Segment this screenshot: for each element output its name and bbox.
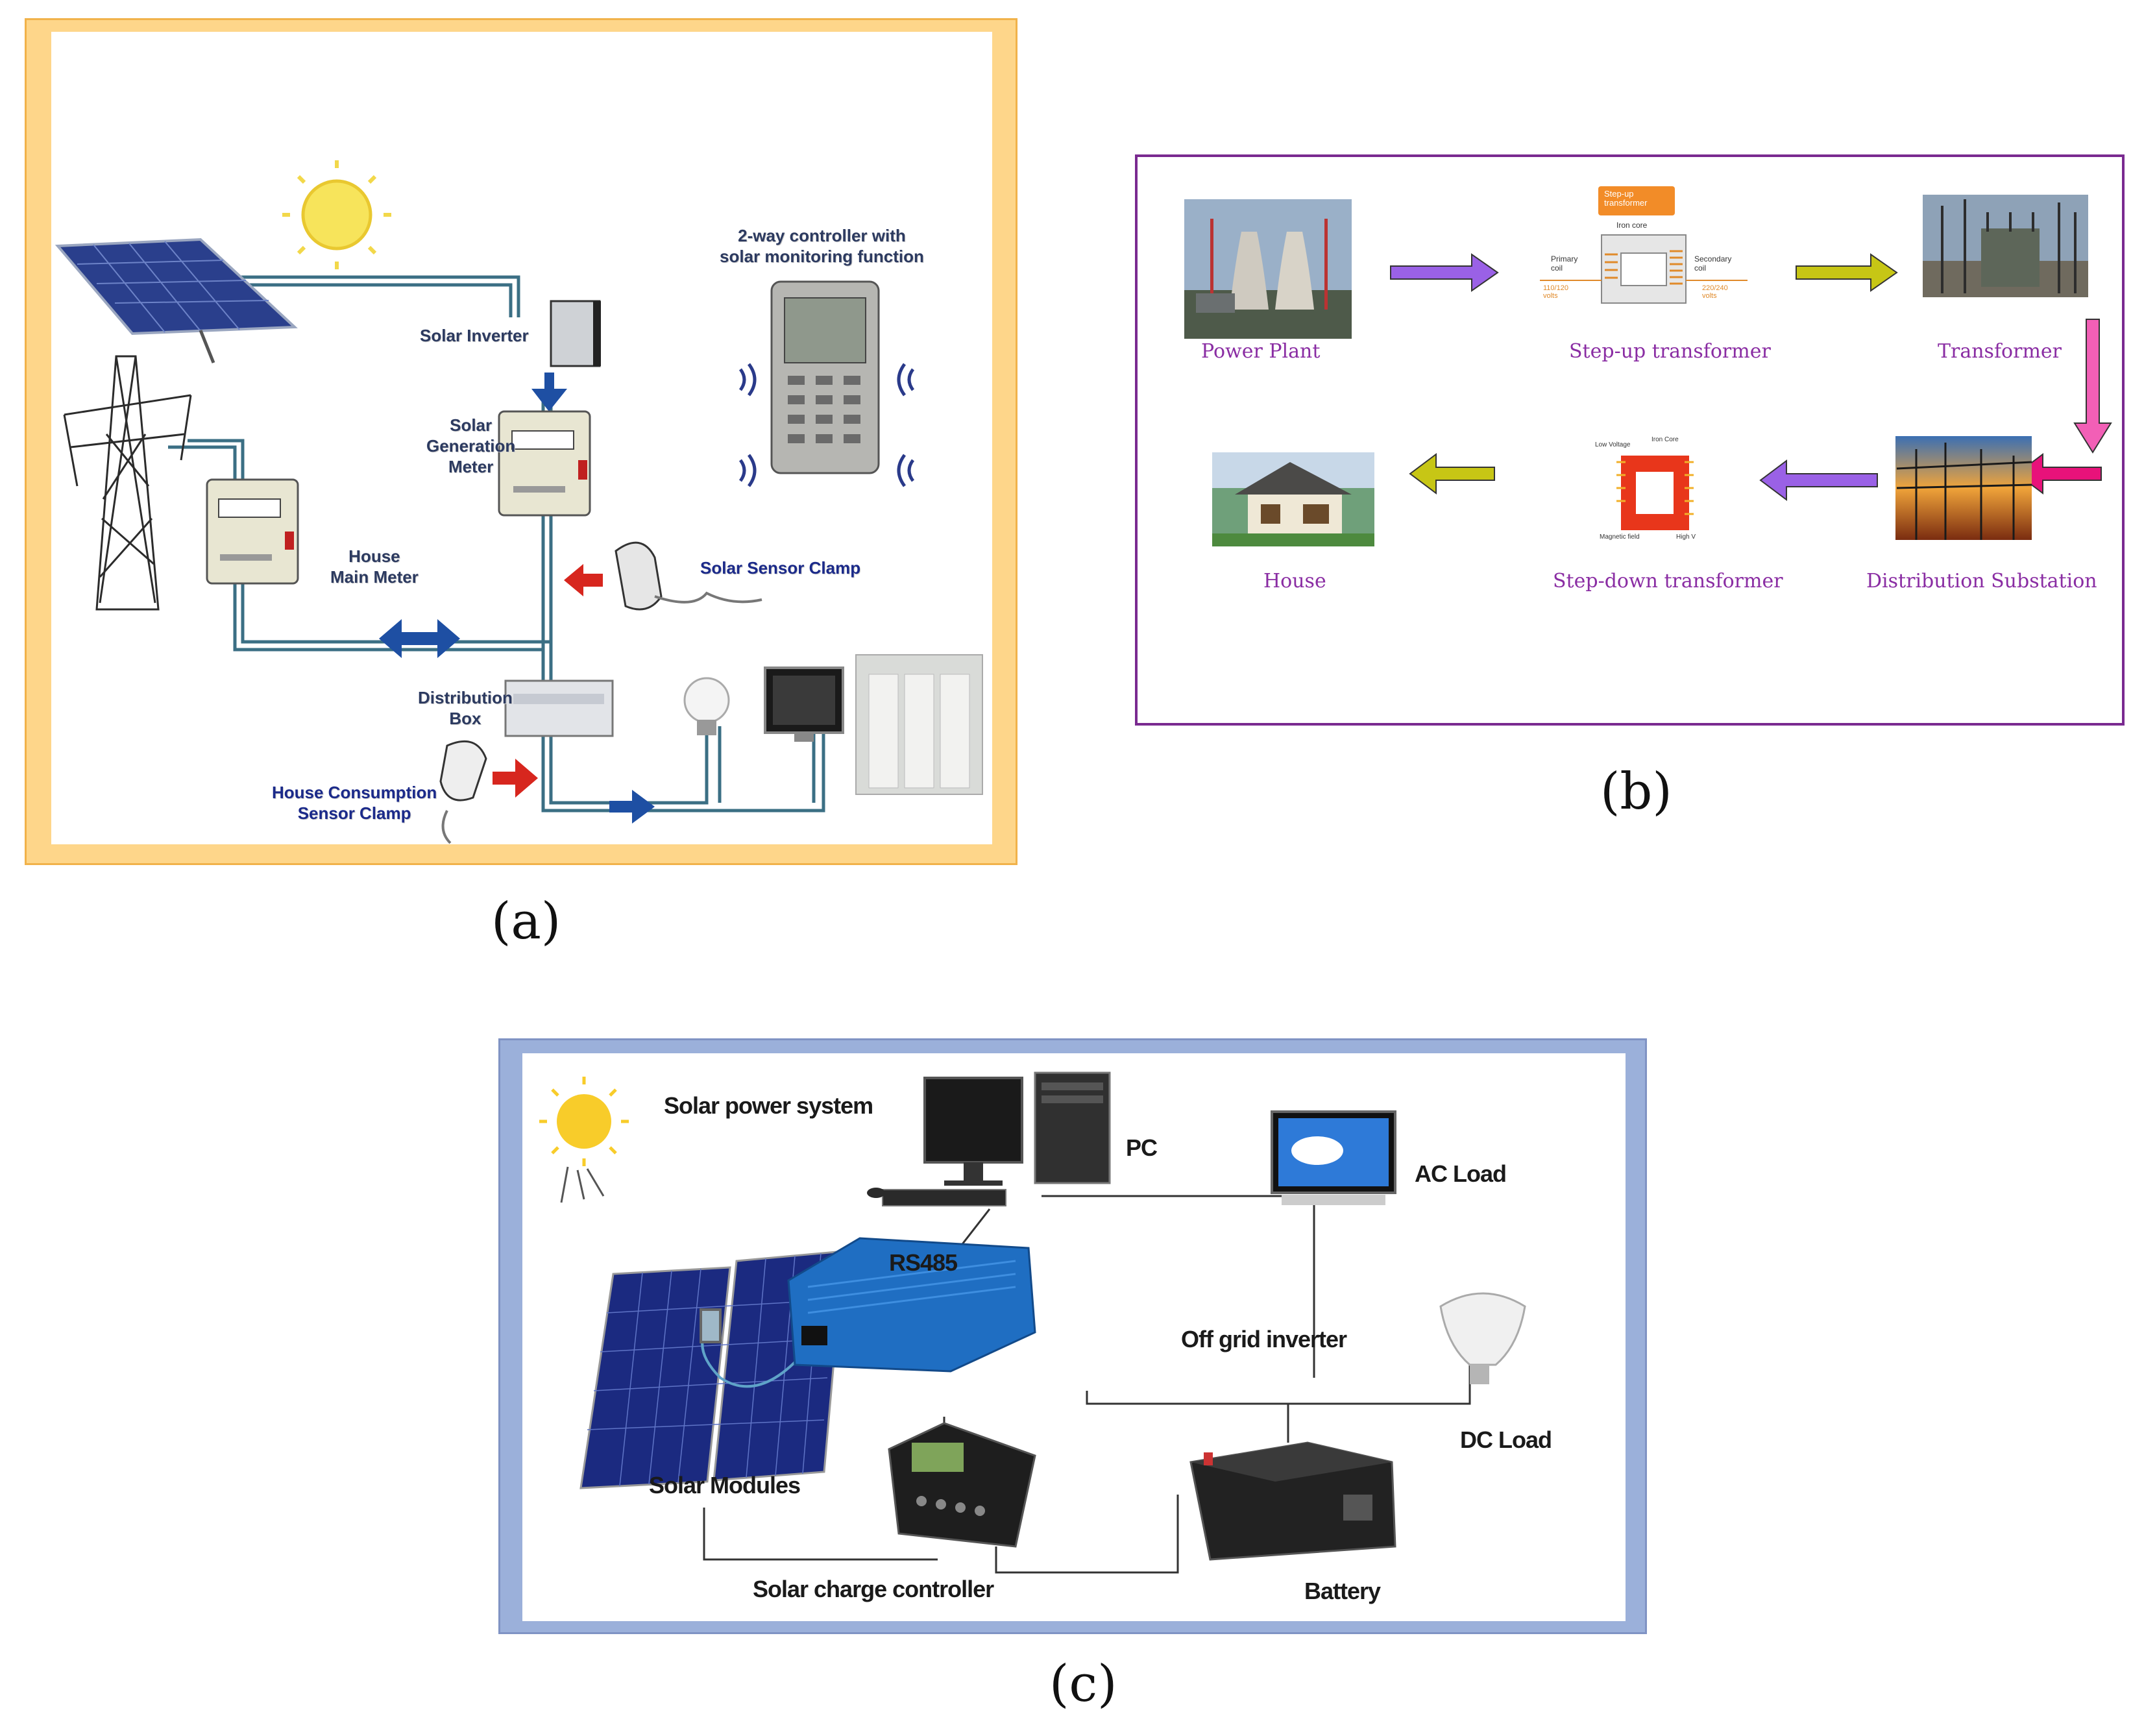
arrow-right-1 <box>1390 253 1499 292</box>
stepup-vin-label: 110/120 volts <box>1543 284 1568 300</box>
label-step-up-transformer: Step-up transformer <box>1569 340 1771 363</box>
arrow-right-2 <box>1796 253 1898 292</box>
monitor-icon <box>764 666 844 742</box>
label-rs485: RS485 <box>889 1249 958 1276</box>
solar-sensor-clamp-icon <box>564 541 762 611</box>
panel-b-tag: (b) <box>1600 763 1672 821</box>
panel-c-canvas: Solar power system PC AC Load RS485 Off … <box>522 1053 1626 1621</box>
stepup-vout-label: 220/240 volts <box>1702 284 1728 300</box>
house-image <box>1212 452 1374 546</box>
label-solar-charge-controller: Solar charge controller <box>753 1576 994 1602</box>
battery-icon <box>1189 1441 1396 1561</box>
off-grid-inverter-icon <box>787 1237 1036 1373</box>
label-house: House <box>1263 570 1326 593</box>
panel-a-diagram <box>55 160 983 844</box>
distribution-substation-image <box>1895 436 2032 540</box>
panel-a-frame: 2-way controller with solar monitoring f… <box>25 18 1017 865</box>
panel-a-tag: (a) <box>491 892 561 951</box>
dc-load-bulb-icon <box>1439 1292 1526 1384</box>
label-off-grid-inverter: Off grid inverter <box>1181 1326 1347 1352</box>
transformer-image <box>1923 195 2088 297</box>
panel-c-frame: Solar power system PC AC Load RS485 Off … <box>498 1038 1647 1634</box>
sun-icon <box>282 160 391 269</box>
appliance-icon <box>855 654 983 795</box>
flow-arrow-icon <box>609 790 655 824</box>
stepup-core-label: Iron core <box>1616 221 1648 230</box>
stepdown-high-label: High V <box>1676 533 1696 541</box>
ac-load-tv-icon <box>1271 1110 1396 1205</box>
label-solar-power-system: Solar power system <box>664 1092 873 1119</box>
label-solar-sensor-clamp: Solar Sensor Clamp <box>700 558 861 578</box>
label-controller: 2-way controller with solar monitoring f… <box>720 226 924 266</box>
solar-charge-controller-icon <box>888 1422 1036 1548</box>
label-power-plant: Power Plant <box>1201 340 1321 363</box>
label-ac-load: AC Load <box>1415 1160 1507 1187</box>
controller-device-icon <box>738 280 915 487</box>
power-plant-image <box>1184 199 1352 339</box>
label-distribution-substation: Distribution Substation <box>1866 570 2097 593</box>
arrow-down-3 <box>2073 319 2112 454</box>
solar-inverter-icon <box>531 300 601 411</box>
panel-a-canvas: 2-way controller with solar monitoring f… <box>51 32 992 844</box>
label-battery: Battery <box>1304 1578 1381 1604</box>
stepdown-core-label: Iron Core <box>1651 436 1679 443</box>
stepup-secondary-label: Secondary coil <box>1694 254 1732 273</box>
stepdown-low-label: Low Voltage <box>1595 441 1631 448</box>
stepup-primary-label: Primary coil <box>1551 254 1578 273</box>
stepup-badge: Step-up transformer <box>1604 189 1648 208</box>
step-down-transformer-diagram <box>1616 456 1694 530</box>
bidirectional-arrow-icon <box>379 619 460 658</box>
solar-panel-icon <box>55 238 298 363</box>
light-bulb-icon <box>683 677 730 735</box>
label-consumption-clamp: House Consumption Sensor Clamp <box>272 783 437 823</box>
label-solar-modules: Solar Modules <box>649 1472 801 1498</box>
panel-b-frame: Step-up transformer Iron core Primary co… <box>1135 154 2125 726</box>
distribution-box-icon <box>504 679 614 737</box>
panel-b-diagram <box>1184 186 2112 546</box>
wireless-signal-icon <box>738 363 915 487</box>
label-pc: PC <box>1126 1134 1158 1161</box>
label-dc-load: DC Load <box>1460 1426 1552 1453</box>
house-consumption-clamp-icon <box>439 740 538 844</box>
arrow-left-5 <box>1759 459 1878 501</box>
sun-icon <box>539 1077 629 1203</box>
arrow-left-6 <box>1409 453 1495 495</box>
step-up-transformer-diagram <box>1540 186 1748 304</box>
panel-c-diagram <box>539 1071 1526 1574</box>
label-house-main-meter: House Main Meter <box>330 546 419 587</box>
solar-generation-meter-icon <box>498 410 591 517</box>
pc-icon <box>867 1071 1111 1206</box>
house-main-meter-icon <box>206 478 299 585</box>
transmission-tower-icon <box>63 355 192 611</box>
label-generation-meter: Solar Generation Meter <box>426 415 516 476</box>
label-distribution-box: Distribution Box <box>418 688 513 728</box>
stepdown-magnetic-label: Magnetic field <box>1600 533 1640 541</box>
label-step-down-transformer: Step-down transformer <box>1553 570 1783 593</box>
panel-c-tag: (c) <box>1049 1655 1117 1713</box>
label-solar-inverter: Solar Inverter <box>420 326 529 345</box>
label-transformer: Transformer <box>1938 340 2062 363</box>
